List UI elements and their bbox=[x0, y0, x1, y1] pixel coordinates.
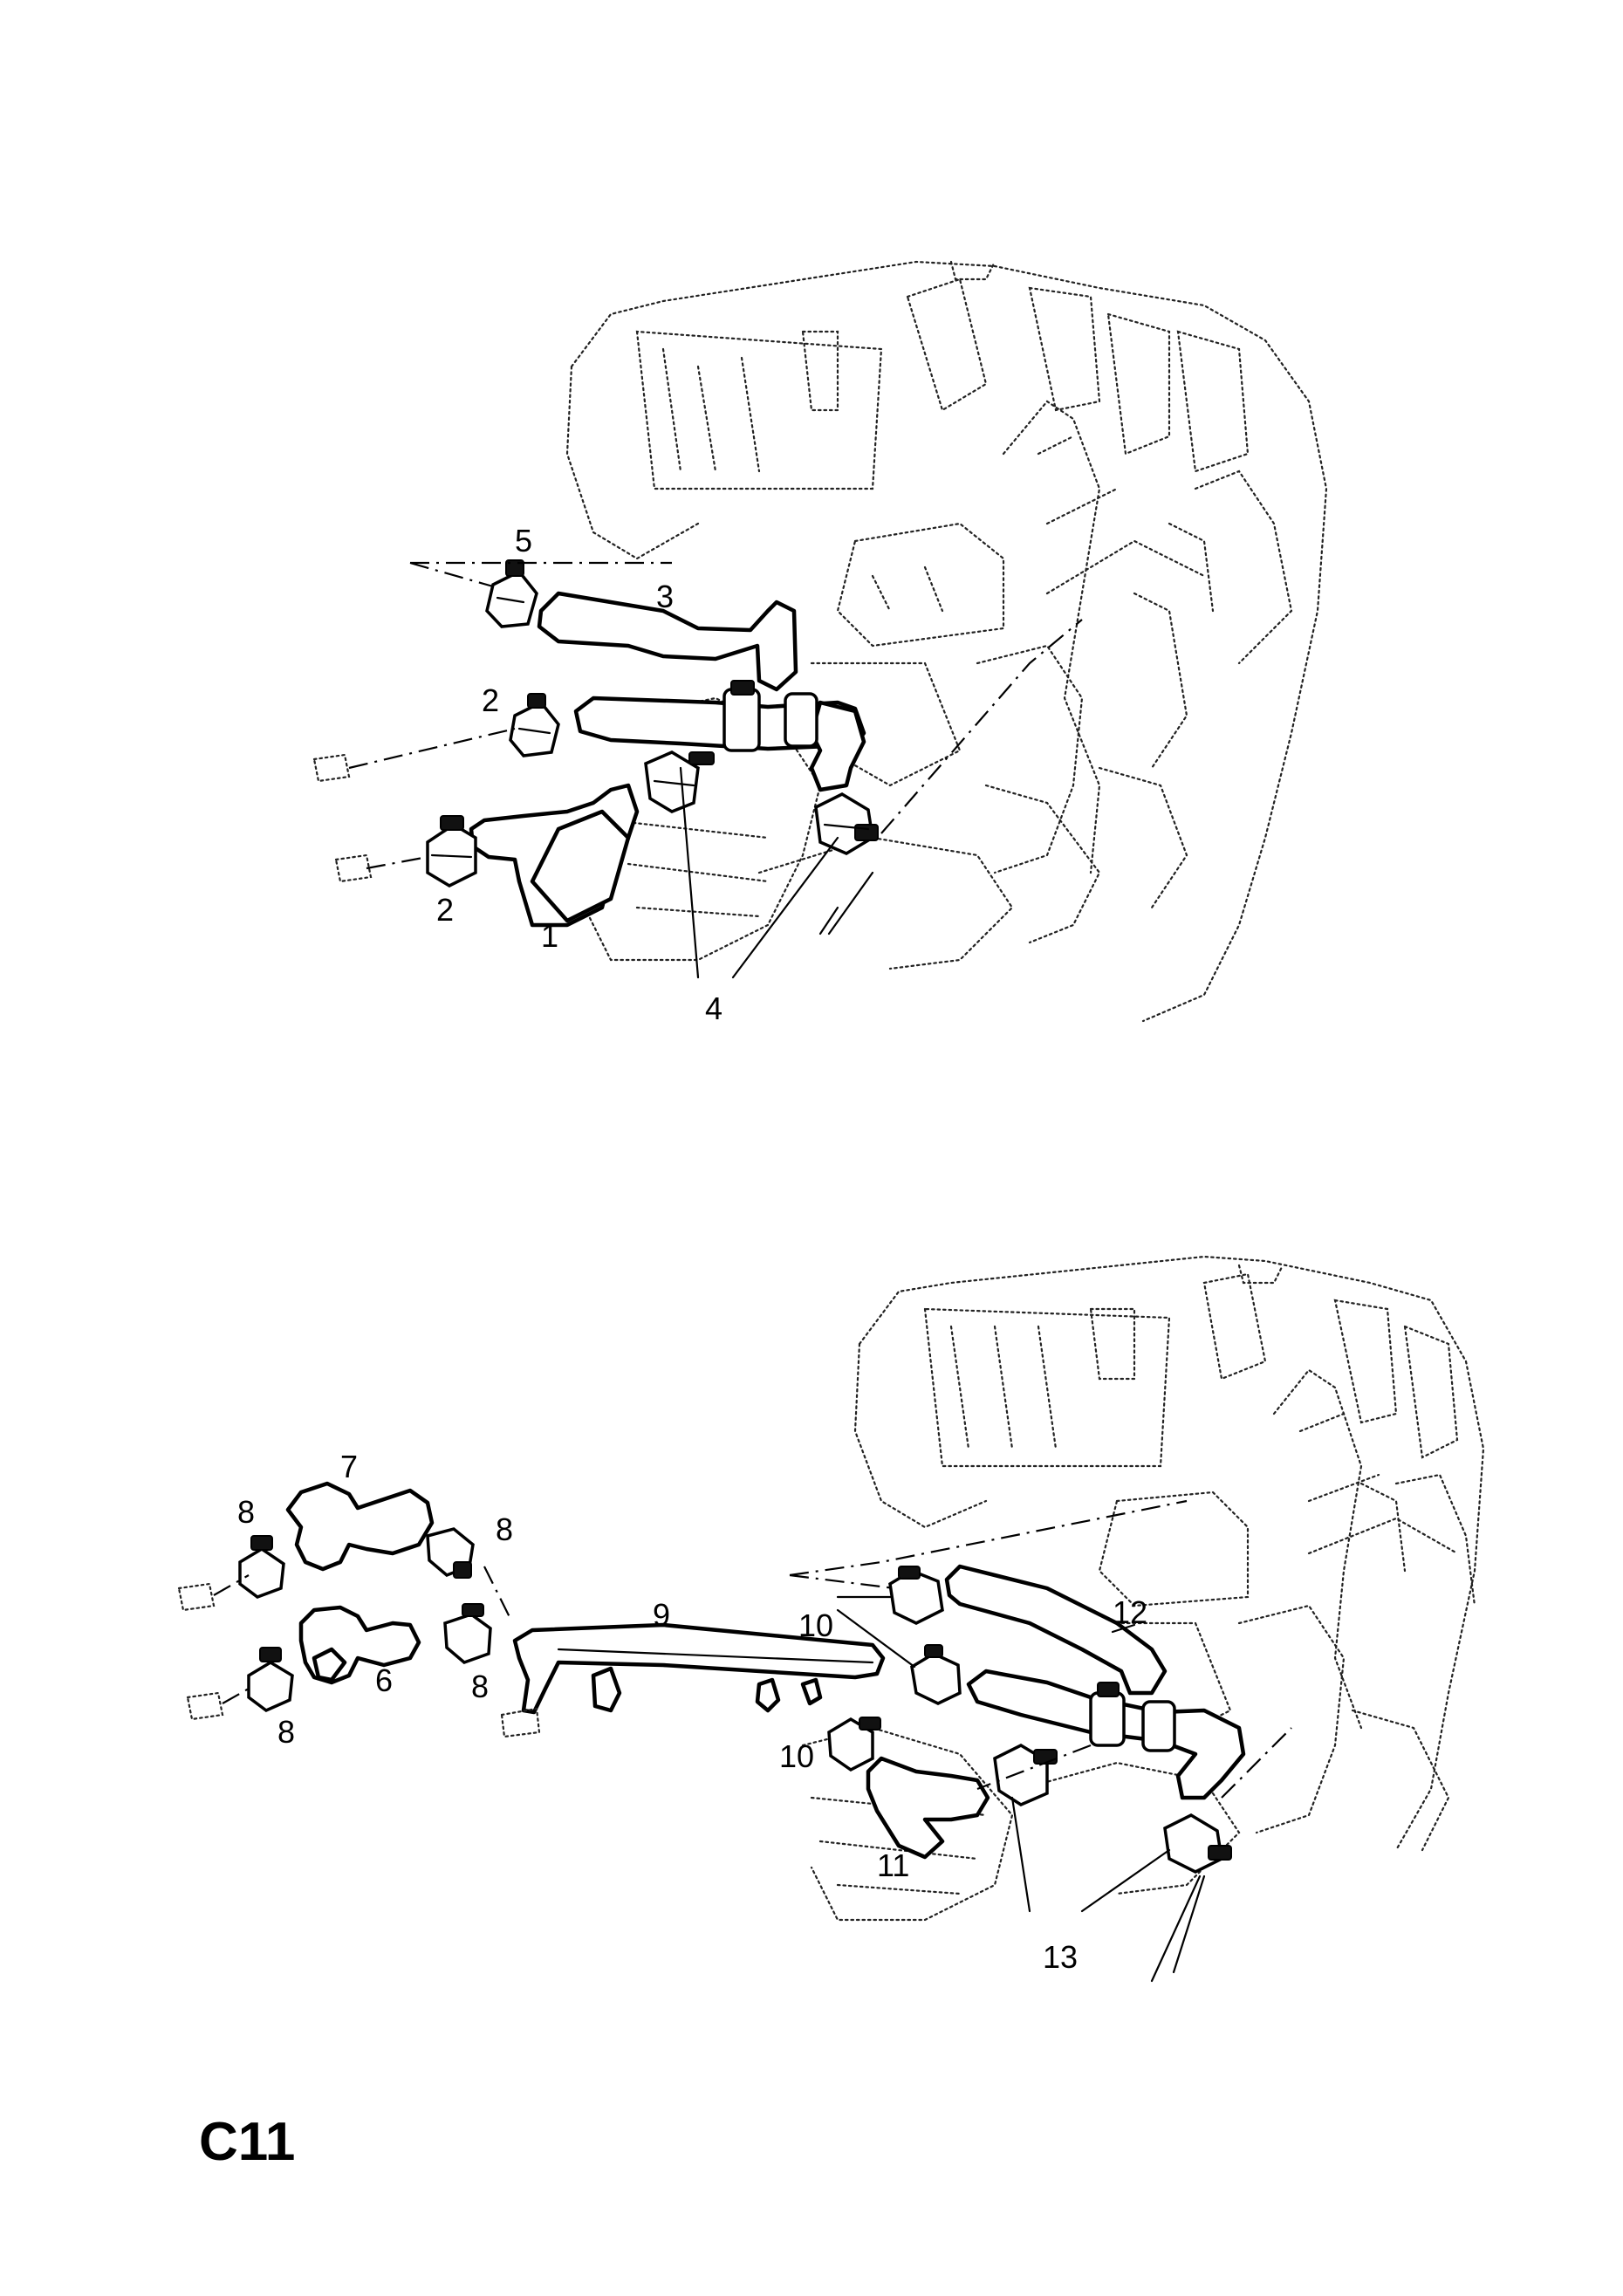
hose-7 bbox=[285, 1481, 435, 1572]
hose-main-lower bbox=[966, 1669, 1246, 1800]
callout-9: 9 bbox=[653, 1597, 670, 1633]
callout-4: 4 bbox=[705, 990, 722, 1026]
callout-2-upper: 2 bbox=[482, 682, 499, 718]
callout-8-b: 8 bbox=[496, 1511, 513, 1547]
joint-clip-upper bbox=[722, 680, 818, 752]
callout-8-c: 8 bbox=[471, 1669, 489, 1704]
clip-10-middle bbox=[910, 1644, 962, 1705]
callout-7: 7 bbox=[340, 1449, 358, 1484]
clip-4-left bbox=[644, 750, 715, 813]
callout-6: 6 bbox=[375, 1662, 393, 1698]
callout-5: 5 bbox=[515, 523, 532, 559]
callout-1: 1 bbox=[541, 918, 558, 954]
upper-engine-outline bbox=[565, 260, 1328, 1023]
callout-12: 12 bbox=[1113, 1594, 1147, 1630]
callout-13: 13 bbox=[1043, 1939, 1078, 1975]
callout-10-upper: 10 bbox=[798, 1607, 833, 1643]
clip-13-right bbox=[1163, 1813, 1232, 1874]
callout-10-lower: 10 bbox=[779, 1738, 814, 1774]
callout-11: 11 bbox=[877, 1847, 909, 1883]
callout-8-a: 8 bbox=[237, 1494, 255, 1530]
clip-10-upper bbox=[888, 1566, 944, 1625]
diagram-code: C11 bbox=[199, 2112, 295, 2172]
clip-13-left bbox=[993, 1744, 1058, 1806]
clip-10-lower bbox=[827, 1717, 881, 1772]
hose-6-end bbox=[312, 1647, 347, 1683]
joint-clip-lower bbox=[1089, 1682, 1176, 1752]
heater-hose-3 bbox=[537, 591, 798, 692]
callout-3: 3 bbox=[656, 579, 674, 614]
clip-5 bbox=[485, 559, 538, 628]
clip-4-right bbox=[814, 792, 879, 855]
clip-8-c bbox=[247, 1647, 294, 1713]
clip-8-a bbox=[238, 1535, 285, 1599]
upper-parts bbox=[312, 559, 1083, 979]
hose-12 bbox=[944, 1564, 1168, 1696]
clip-2-upper bbox=[509, 693, 560, 757]
lower-engine-outline bbox=[801, 1255, 1485, 1922]
lower-right-parts bbox=[789, 1499, 1292, 1983]
hose-1-bulge bbox=[530, 809, 631, 923]
clip-2-lower bbox=[426, 815, 477, 888]
clip-8-d bbox=[443, 1603, 492, 1664]
callout-8-d: 8 bbox=[277, 1714, 295, 1750]
lower-left-parts bbox=[177, 1481, 511, 1721]
clip-8-b bbox=[426, 1527, 475, 1579]
hose-11 bbox=[866, 1756, 990, 1860]
callout-2-lower: 2 bbox=[436, 892, 454, 928]
coolant-pipe-9 bbox=[500, 1622, 886, 1738]
hose-bend-right bbox=[809, 700, 866, 792]
